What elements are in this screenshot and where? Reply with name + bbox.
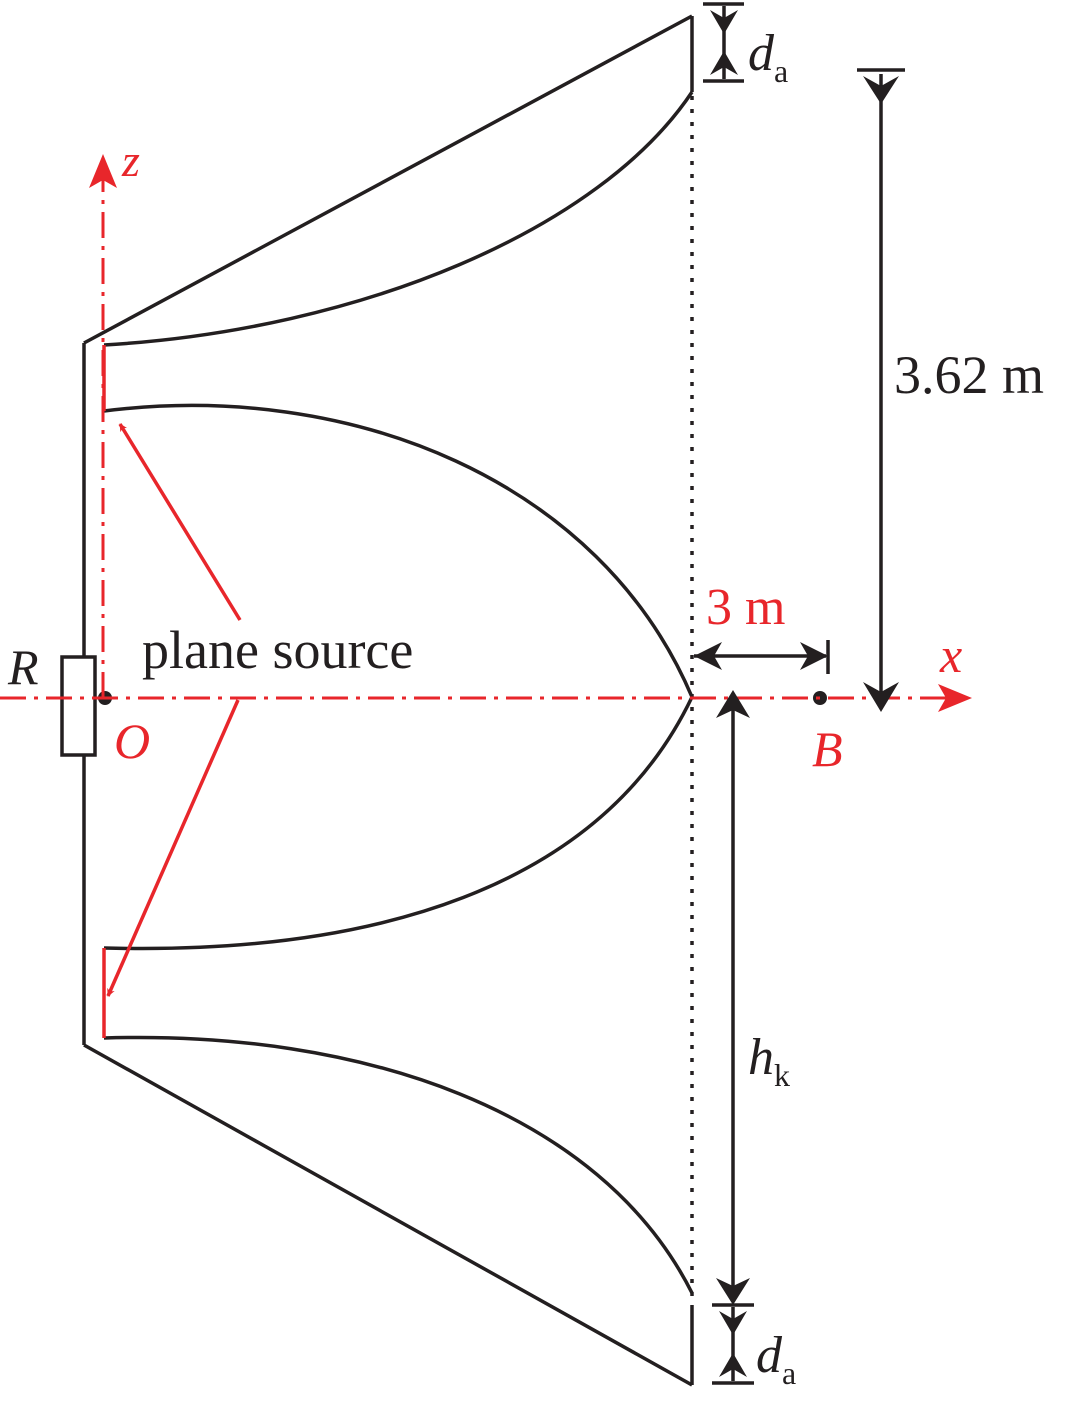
lower-outer-wall — [83, 1043, 693, 1387]
resistor-label: R — [7, 639, 39, 695]
upper-outer-wall — [83, 14, 693, 345]
z-axis-arrowhead — [89, 154, 117, 188]
dim-da-bottom-arrow2 — [719, 1353, 747, 1377]
da-bottom-sub: a — [782, 1355, 796, 1391]
x-axis-arrowhead — [938, 684, 972, 712]
dist-3m-label: 3 m — [706, 579, 785, 636]
resistor-r — [60, 655, 97, 757]
dim-da-top-arrow2 — [710, 51, 738, 75]
da-bottom-main: d — [756, 1327, 783, 1384]
dim-362-arrow-top — [863, 76, 899, 104]
lower-inner-curve — [103, 1035, 694, 1294]
origin-label: O — [114, 713, 150, 769]
pointer-arrow-lower — [106, 699, 240, 997]
point-b — [813, 691, 827, 705]
axes — [0, 154, 972, 712]
labels: z x O B R plane source 3 m 3.62 m da hk … — [7, 25, 1044, 1391]
z-axis-label: z — [121, 135, 140, 186]
da-top-label: da — [748, 25, 788, 89]
dim-hk-arrow-bottom — [716, 1278, 750, 1305]
dim-362-arrow-bottom — [863, 682, 899, 712]
plane-source-label: plane source — [142, 620, 413, 680]
dim-da-top-arrow1 — [710, 10, 738, 34]
point-b-label: B — [812, 721, 843, 777]
da-bottom-label: da — [756, 1327, 796, 1391]
hk-sub: k — [774, 1057, 790, 1093]
upper-lens-curve — [103, 403, 694, 698]
hk-main: h — [748, 1029, 774, 1086]
hk-label: hk — [748, 1029, 790, 1093]
x-axis-label: x — [939, 627, 962, 683]
da-top-sub: a — [774, 53, 788, 89]
dim-3m-arrow-right — [800, 642, 828, 670]
dist-362m-label: 3.62 m — [894, 345, 1044, 405]
upper-inner-curve — [103, 91, 694, 347]
plane-source-pointers — [106, 423, 242, 997]
dim-hk-arrow-top — [716, 690, 750, 718]
dim-3m-arrow-left — [694, 642, 722, 670]
dim-da-bottom-arrow1 — [719, 1311, 747, 1335]
da-top-main: d — [748, 25, 775, 82]
dimensions — [694, 2, 905, 1385]
lower-lens-curve — [103, 696, 694, 951]
pointer-arrow-upper — [118, 423, 242, 621]
horn-structure — [60, 14, 827, 1387]
